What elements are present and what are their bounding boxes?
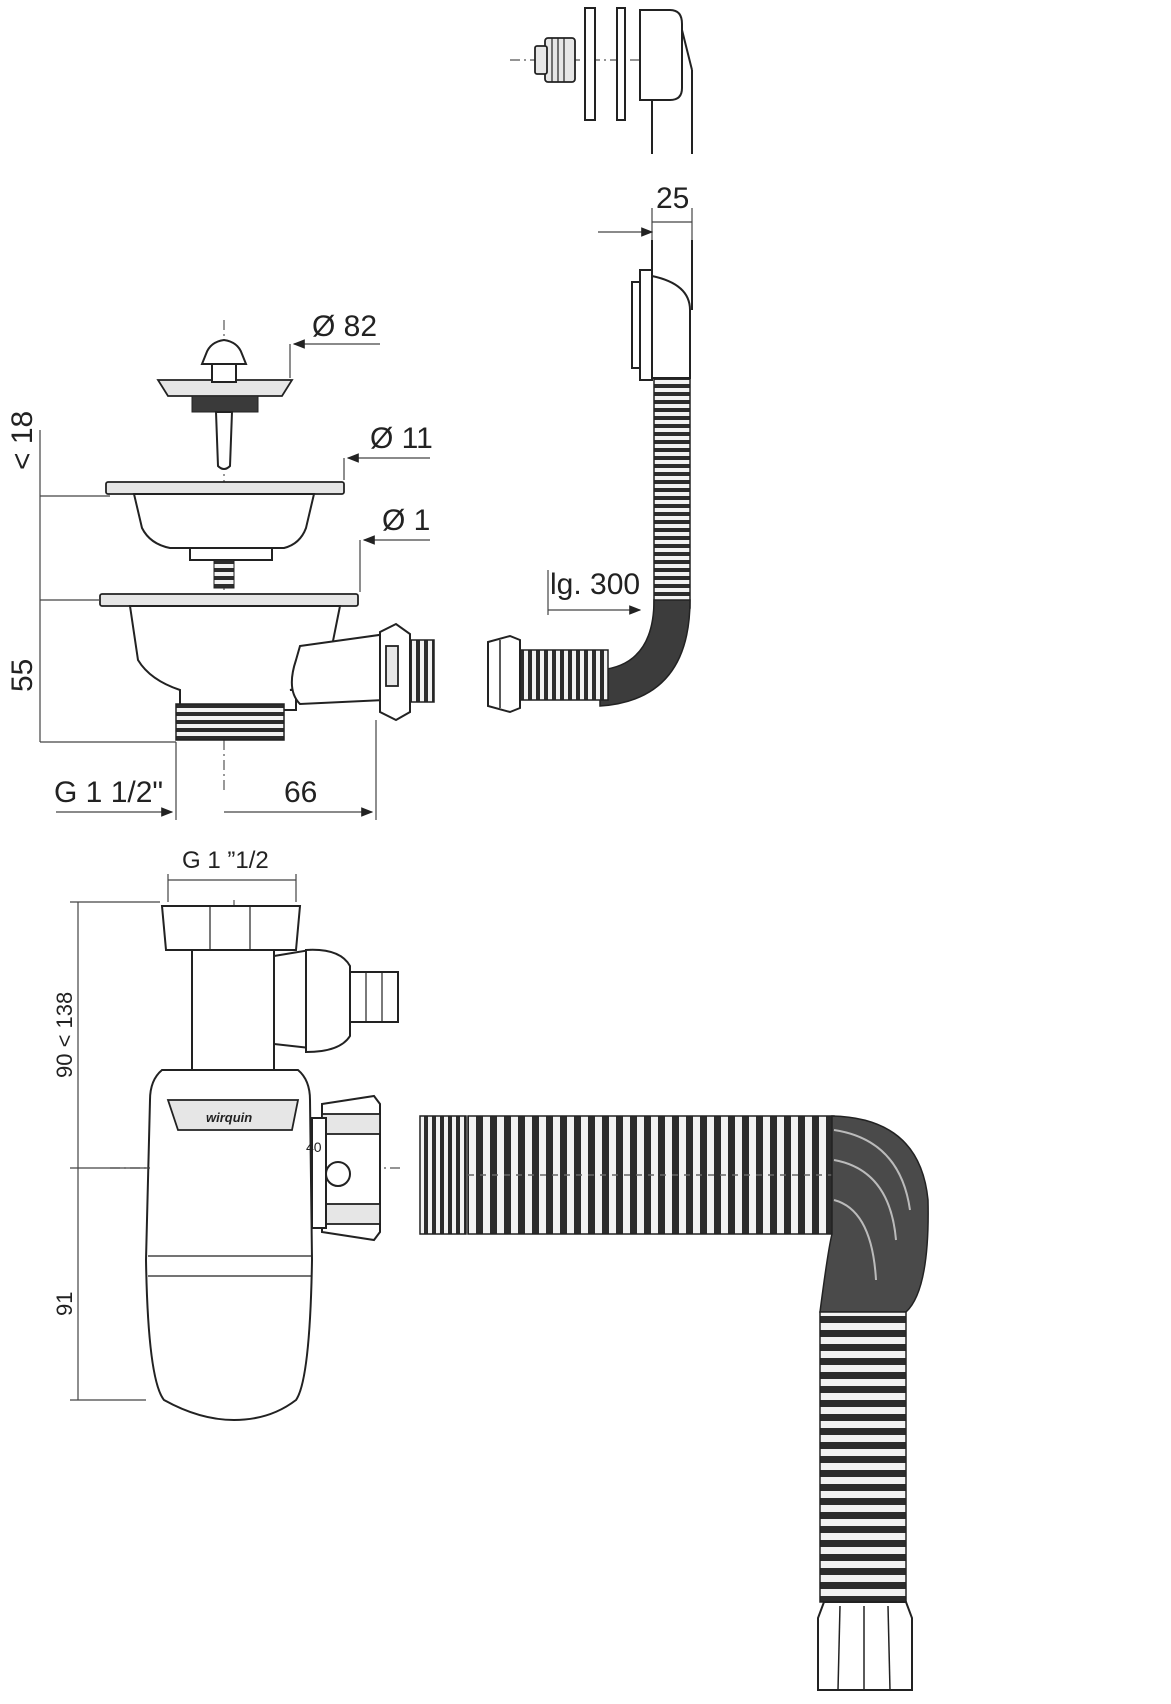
flexible-drain-hose	[419, 1115, 929, 1691]
flange-diameter-label: Ø 1	[382, 504, 430, 537]
overflow-hose-horizontal	[515, 649, 609, 701]
trap-height-range-label: 90 < 138	[52, 992, 77, 1078]
outlet-offset-label: 66	[284, 776, 317, 809]
brand-logo: wirquin	[206, 1110, 252, 1125]
hose-length-label: lg. 300	[550, 568, 640, 601]
trap-lower-height-label: 91	[52, 1292, 77, 1316]
outlet-size-label: 40	[306, 1139, 322, 1155]
thread-label: G 1 1/2"	[54, 776, 163, 809]
hose-vertical-section	[819, 1311, 907, 1603]
bottle-trap: G 1 ”1/2 wirquin 40 90 <	[52, 847, 400, 1422]
overflow-plug-exploded	[510, 7, 693, 154]
trap-thread-label: G 1 ”1/2	[182, 847, 269, 874]
strainer-diameter-label: Ø 82	[312, 310, 377, 343]
strainer-thread	[175, 703, 285, 741]
overflow-assembly: 25 lg. 300	[487, 182, 693, 714]
body-height-label: 55	[6, 659, 39, 692]
hose-bend	[819, 1115, 929, 1313]
overflow-width-label: 25	[656, 182, 689, 215]
overflow-hose-vertical	[653, 377, 691, 609]
sink-strainer: Ø 82 Ø 11 Ø 1 < 18 55 G 1	[6, 310, 435, 820]
pin-diameter-label: Ø 11	[370, 422, 433, 455]
max-height-label: < 18	[6, 411, 39, 470]
